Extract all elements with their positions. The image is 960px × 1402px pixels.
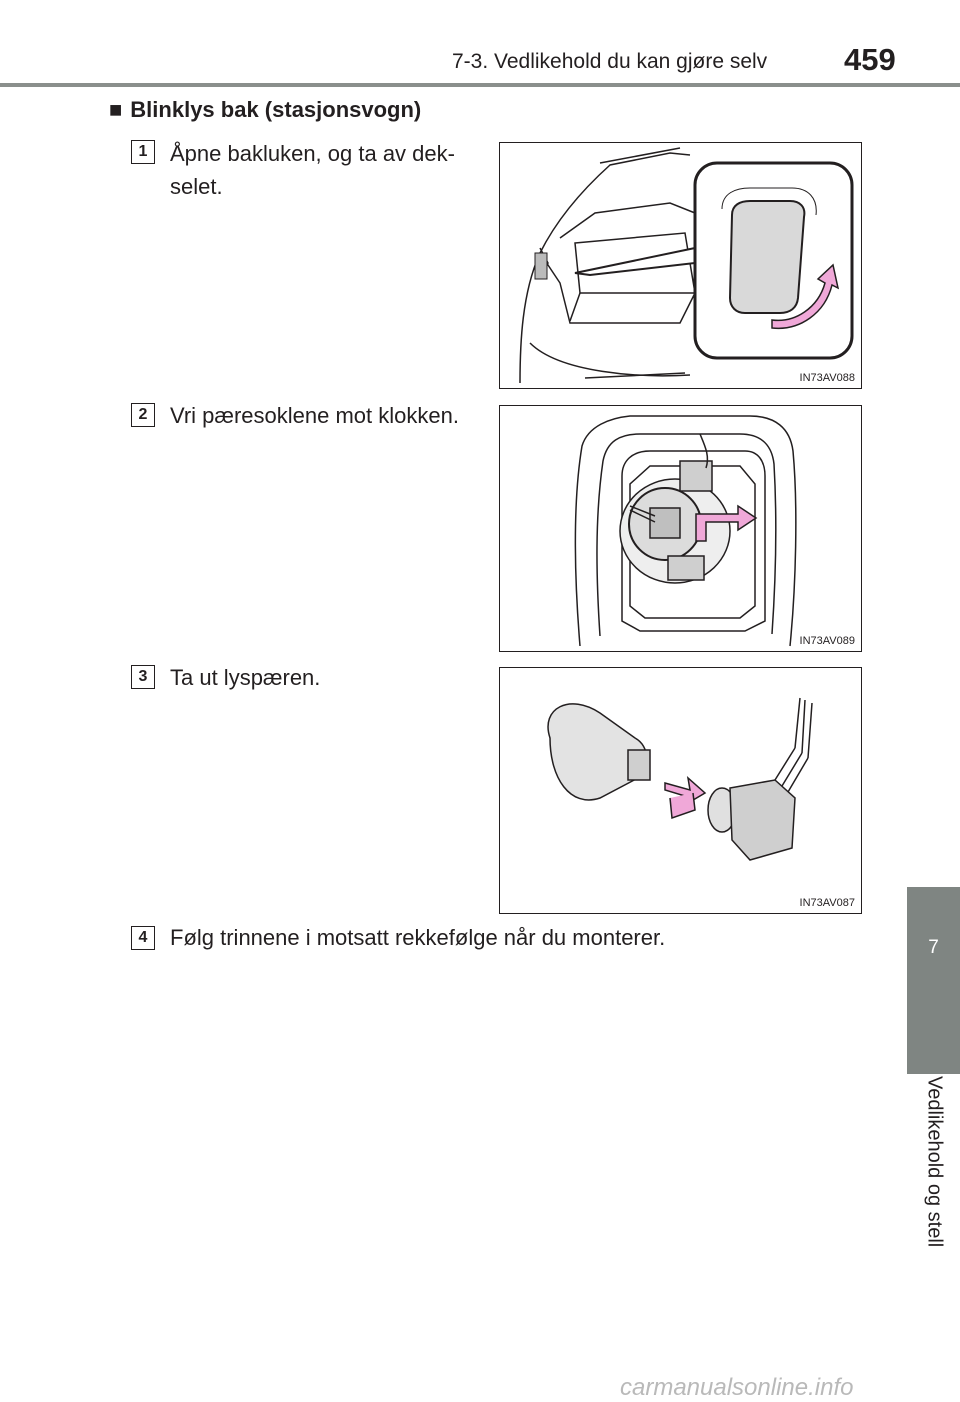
figure-code-2: IN73AV089 xyxy=(799,635,855,647)
step-text-4: Følg trinnene i motsatt rekkefølge når d… xyxy=(170,925,666,950)
header-rule xyxy=(0,83,960,87)
step-text-1: Åpne bakluken, og ta av dek- selet. xyxy=(170,141,455,199)
chapter-tab: 7 xyxy=(907,887,960,1074)
tailgate-illustration xyxy=(519,147,854,384)
page-number: 459 xyxy=(844,42,896,77)
figure-remove-bulb: IN73AV087 xyxy=(499,667,862,914)
section-heading-text: Blinklys bak (stasjonsvogn) xyxy=(130,97,422,122)
chapter-label-text: Vedlikehold og stell xyxy=(923,1076,945,1248)
section-heading: ■ Blinklys bak (stasjonsvogn) xyxy=(109,97,421,123)
section-marker: ■ xyxy=(109,97,123,122)
figure-rotate-socket: IN73AV089 xyxy=(499,405,862,652)
figure-open-tailgate: IN73AV088 xyxy=(499,142,862,389)
step-number-2: 2 xyxy=(131,403,155,427)
figure-code-1: IN73AV088 xyxy=(799,372,855,384)
step-number-4: 4 xyxy=(131,926,155,950)
step-number-1: 1 xyxy=(131,140,155,164)
watermark: carmanualsonline.info xyxy=(620,1374,854,1401)
step-text-3: Ta ut lyspæren. xyxy=(170,665,321,690)
header-title: 7-3. Vedlikehold du kan gjøre selv xyxy=(452,50,768,73)
bulb-illustration xyxy=(547,697,813,861)
step-number-3: 3 xyxy=(131,665,155,689)
figure-code-3: IN73AV087 xyxy=(799,897,855,909)
chapter-number: 7 xyxy=(928,937,939,958)
socket-illustration xyxy=(574,415,797,647)
step-text-2: Vri pæresoklene mot klokken. xyxy=(170,403,459,428)
